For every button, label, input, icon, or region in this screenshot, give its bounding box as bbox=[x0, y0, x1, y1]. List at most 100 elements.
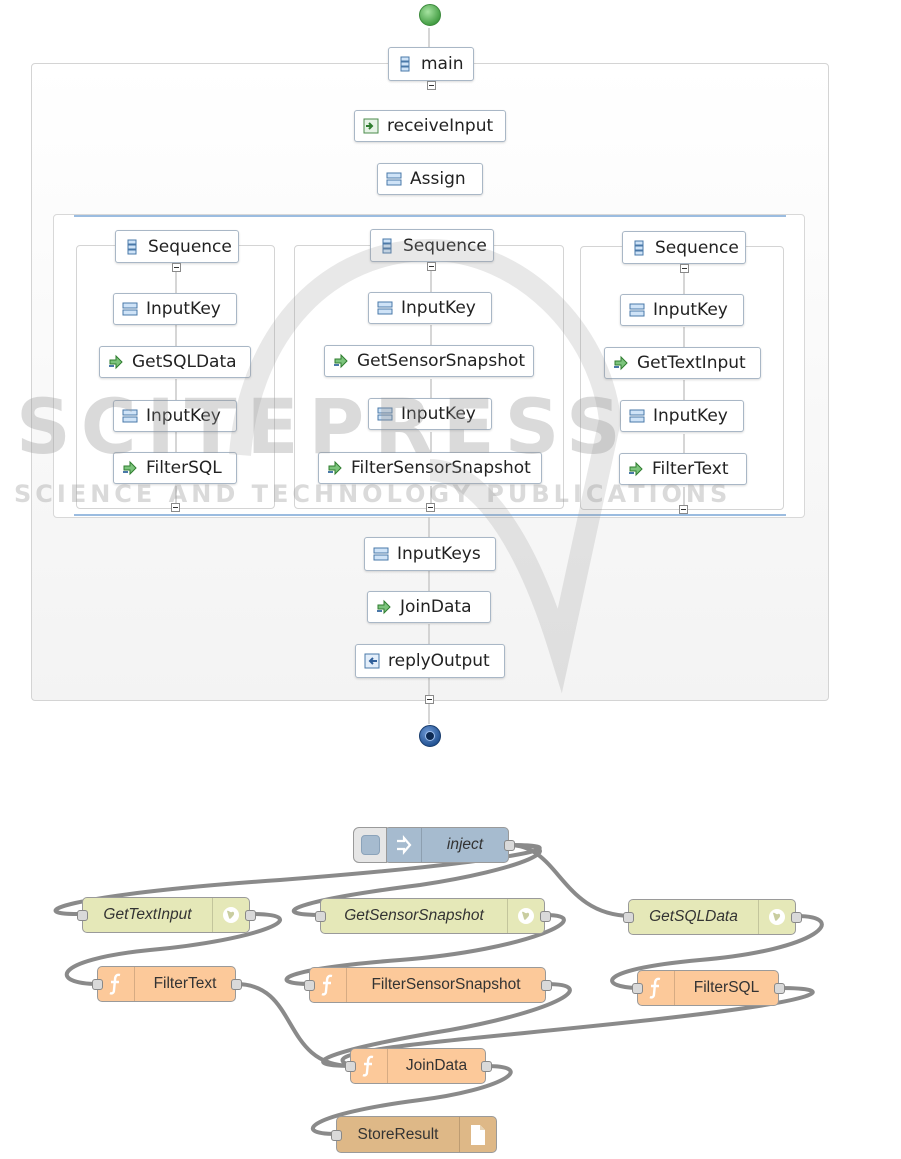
output-port[interactable] bbox=[774, 983, 785, 994]
output-port[interactable] bbox=[791, 912, 802, 923]
get-sensor-snapshot-label: GetSensorSnapshot bbox=[344, 907, 484, 924]
join-data-label: JoinData bbox=[400, 597, 472, 617]
input-port[interactable] bbox=[632, 983, 643, 994]
assign-node[interactable]: Assign bbox=[377, 163, 483, 195]
filter-sql-label: FilterSQL bbox=[693, 979, 760, 996]
sequence-icon bbox=[634, 240, 644, 255]
main-label: main bbox=[421, 54, 464, 74]
output-port[interactable] bbox=[481, 1061, 492, 1072]
invoke-icon bbox=[123, 460, 137, 476]
assign-icon bbox=[122, 302, 138, 316]
function-icon bbox=[351, 1049, 388, 1083]
input-port[interactable] bbox=[92, 979, 103, 990]
sequence-label: Sequence bbox=[403, 235, 487, 256]
filter-text-label: FilterText bbox=[652, 459, 729, 479]
join-data-node[interactable]: JoinData bbox=[345, 1048, 492, 1084]
sequence-icon bbox=[382, 238, 392, 253]
get-sql-data-node[interactable]: GetSQLData bbox=[99, 346, 251, 378]
sequence-collapse-toggle[interactable] bbox=[680, 264, 689, 273]
assign-icon bbox=[377, 301, 393, 315]
start-event-icon[interactable] bbox=[418, 3, 442, 27]
get-sql-data-node[interactable]: GetSQLData bbox=[623, 899, 802, 935]
inject-arrow-icon bbox=[385, 828, 422, 862]
get-text-input-node[interactable]: GetTextInput bbox=[604, 347, 761, 379]
input-port[interactable] bbox=[304, 980, 315, 991]
sequence-node-2[interactable]: Sequence bbox=[370, 229, 494, 262]
sequence-node-3[interactable]: Sequence bbox=[622, 231, 746, 264]
inject-label: inject bbox=[446, 836, 484, 853]
sequence-collapse-toggle[interactable] bbox=[427, 262, 436, 271]
input-key-label: InputKey bbox=[146, 406, 221, 426]
assign-icon bbox=[377, 407, 393, 421]
input-keys-node[interactable]: InputKeys bbox=[364, 537, 496, 571]
input-port[interactable] bbox=[331, 1130, 342, 1141]
sequence-icon bbox=[127, 239, 137, 254]
receive-input-label: receiveInput bbox=[387, 116, 494, 136]
file-icon bbox=[459, 1117, 496, 1152]
filter-sql-node[interactable]: FilterSQL bbox=[113, 452, 237, 484]
reply-icon bbox=[364, 653, 380, 669]
function-icon bbox=[98, 967, 135, 1001]
receive-input-node[interactable]: receiveInput bbox=[354, 110, 506, 142]
inject-node[interactable]: inject bbox=[384, 827, 515, 863]
input-key-label: InputKey bbox=[146, 299, 221, 319]
assign-icon bbox=[373, 547, 389, 561]
get-sensor-snapshot-node[interactable]: GetSensorSnapshot bbox=[315, 898, 551, 934]
input-port[interactable] bbox=[77, 910, 88, 921]
assign-icon bbox=[122, 409, 138, 423]
sequence-icon bbox=[400, 56, 410, 72]
output-port[interactable] bbox=[540, 911, 551, 922]
filter-text-node[interactable]: FilterText bbox=[92, 966, 242, 1002]
invoke-icon bbox=[614, 355, 628, 371]
sequence-end-collapse-toggle[interactable] bbox=[171, 503, 180, 512]
join-data-node[interactable]: JoinData bbox=[367, 591, 491, 623]
main-collapse-toggle[interactable] bbox=[427, 81, 436, 90]
input-keys-label: InputKeys bbox=[397, 544, 481, 564]
get-text-input-node[interactable]: GetTextInput bbox=[77, 897, 256, 933]
input-key-label: InputKey bbox=[401, 298, 476, 318]
store-result-label: StoreResult bbox=[357, 1125, 439, 1143]
input-key-node[interactable]: InputKey bbox=[620, 294, 744, 326]
main-scope-node[interactable]: main bbox=[388, 47, 474, 81]
get-sensor-snapshot-label: GetSensorSnapshot bbox=[357, 351, 526, 371]
sequence-node-1[interactable]: Sequence bbox=[115, 230, 239, 263]
get-sensor-snapshot-node[interactable]: GetSensorSnapshot bbox=[324, 345, 534, 377]
store-result-node[interactable]: StoreResult bbox=[331, 1116, 497, 1153]
input-key-node[interactable]: InputKey bbox=[368, 292, 492, 324]
process-end-collapse-toggle[interactable] bbox=[425, 695, 434, 704]
output-port[interactable] bbox=[541, 980, 552, 991]
input-key-node[interactable]: InputKey bbox=[368, 398, 492, 430]
output-port[interactable] bbox=[245, 910, 256, 921]
assign-icon bbox=[629, 409, 645, 423]
receive-icon bbox=[363, 118, 379, 134]
sequence-end-collapse-toggle[interactable] bbox=[426, 503, 435, 512]
input-key-label: InputKey bbox=[401, 404, 476, 424]
filter-text-node[interactable]: FilterText bbox=[619, 453, 747, 485]
reply-output-node[interactable]: replyOutput bbox=[355, 644, 505, 678]
input-key-node[interactable]: InputKey bbox=[113, 400, 237, 432]
input-key-node[interactable]: InputKey bbox=[113, 293, 237, 325]
input-port[interactable] bbox=[623, 912, 634, 923]
filter-sql-label: FilterSQL bbox=[146, 458, 222, 478]
filter-sensor-snapshot-node[interactable]: FilterSensorSnapshot bbox=[304, 967, 552, 1003]
output-port[interactable] bbox=[504, 840, 515, 851]
function-icon bbox=[638, 971, 675, 1005]
sequence-end-collapse-toggle[interactable] bbox=[679, 505, 688, 514]
watermark-small: SCIENCE AND TECHNOLOGY PUBLICATIONS bbox=[14, 480, 732, 508]
sequence-label: Sequence bbox=[655, 237, 739, 258]
end-event-icon[interactable] bbox=[418, 724, 442, 748]
input-port[interactable] bbox=[315, 911, 326, 922]
get-sql-data-label: GetSQLData bbox=[132, 352, 237, 372]
inject-trigger-button[interactable] bbox=[353, 827, 387, 863]
filter-sql-node[interactable]: FilterSQL bbox=[632, 970, 785, 1006]
filter-sensor-snapshot-label: FilterSensorSnapshot bbox=[351, 458, 531, 478]
output-port[interactable] bbox=[231, 979, 242, 990]
invoke-icon bbox=[629, 461, 643, 477]
input-key-node[interactable]: InputKey bbox=[620, 400, 744, 432]
sequence-collapse-toggle[interactable] bbox=[172, 263, 181, 272]
filter-sensor-snapshot-node[interactable]: FilterSensorSnapshot bbox=[318, 452, 542, 484]
get-text-input-label: GetTextInput bbox=[637, 353, 746, 373]
input-port[interactable] bbox=[345, 1061, 356, 1072]
watermark-big: SCITEPRESS bbox=[16, 382, 631, 471]
